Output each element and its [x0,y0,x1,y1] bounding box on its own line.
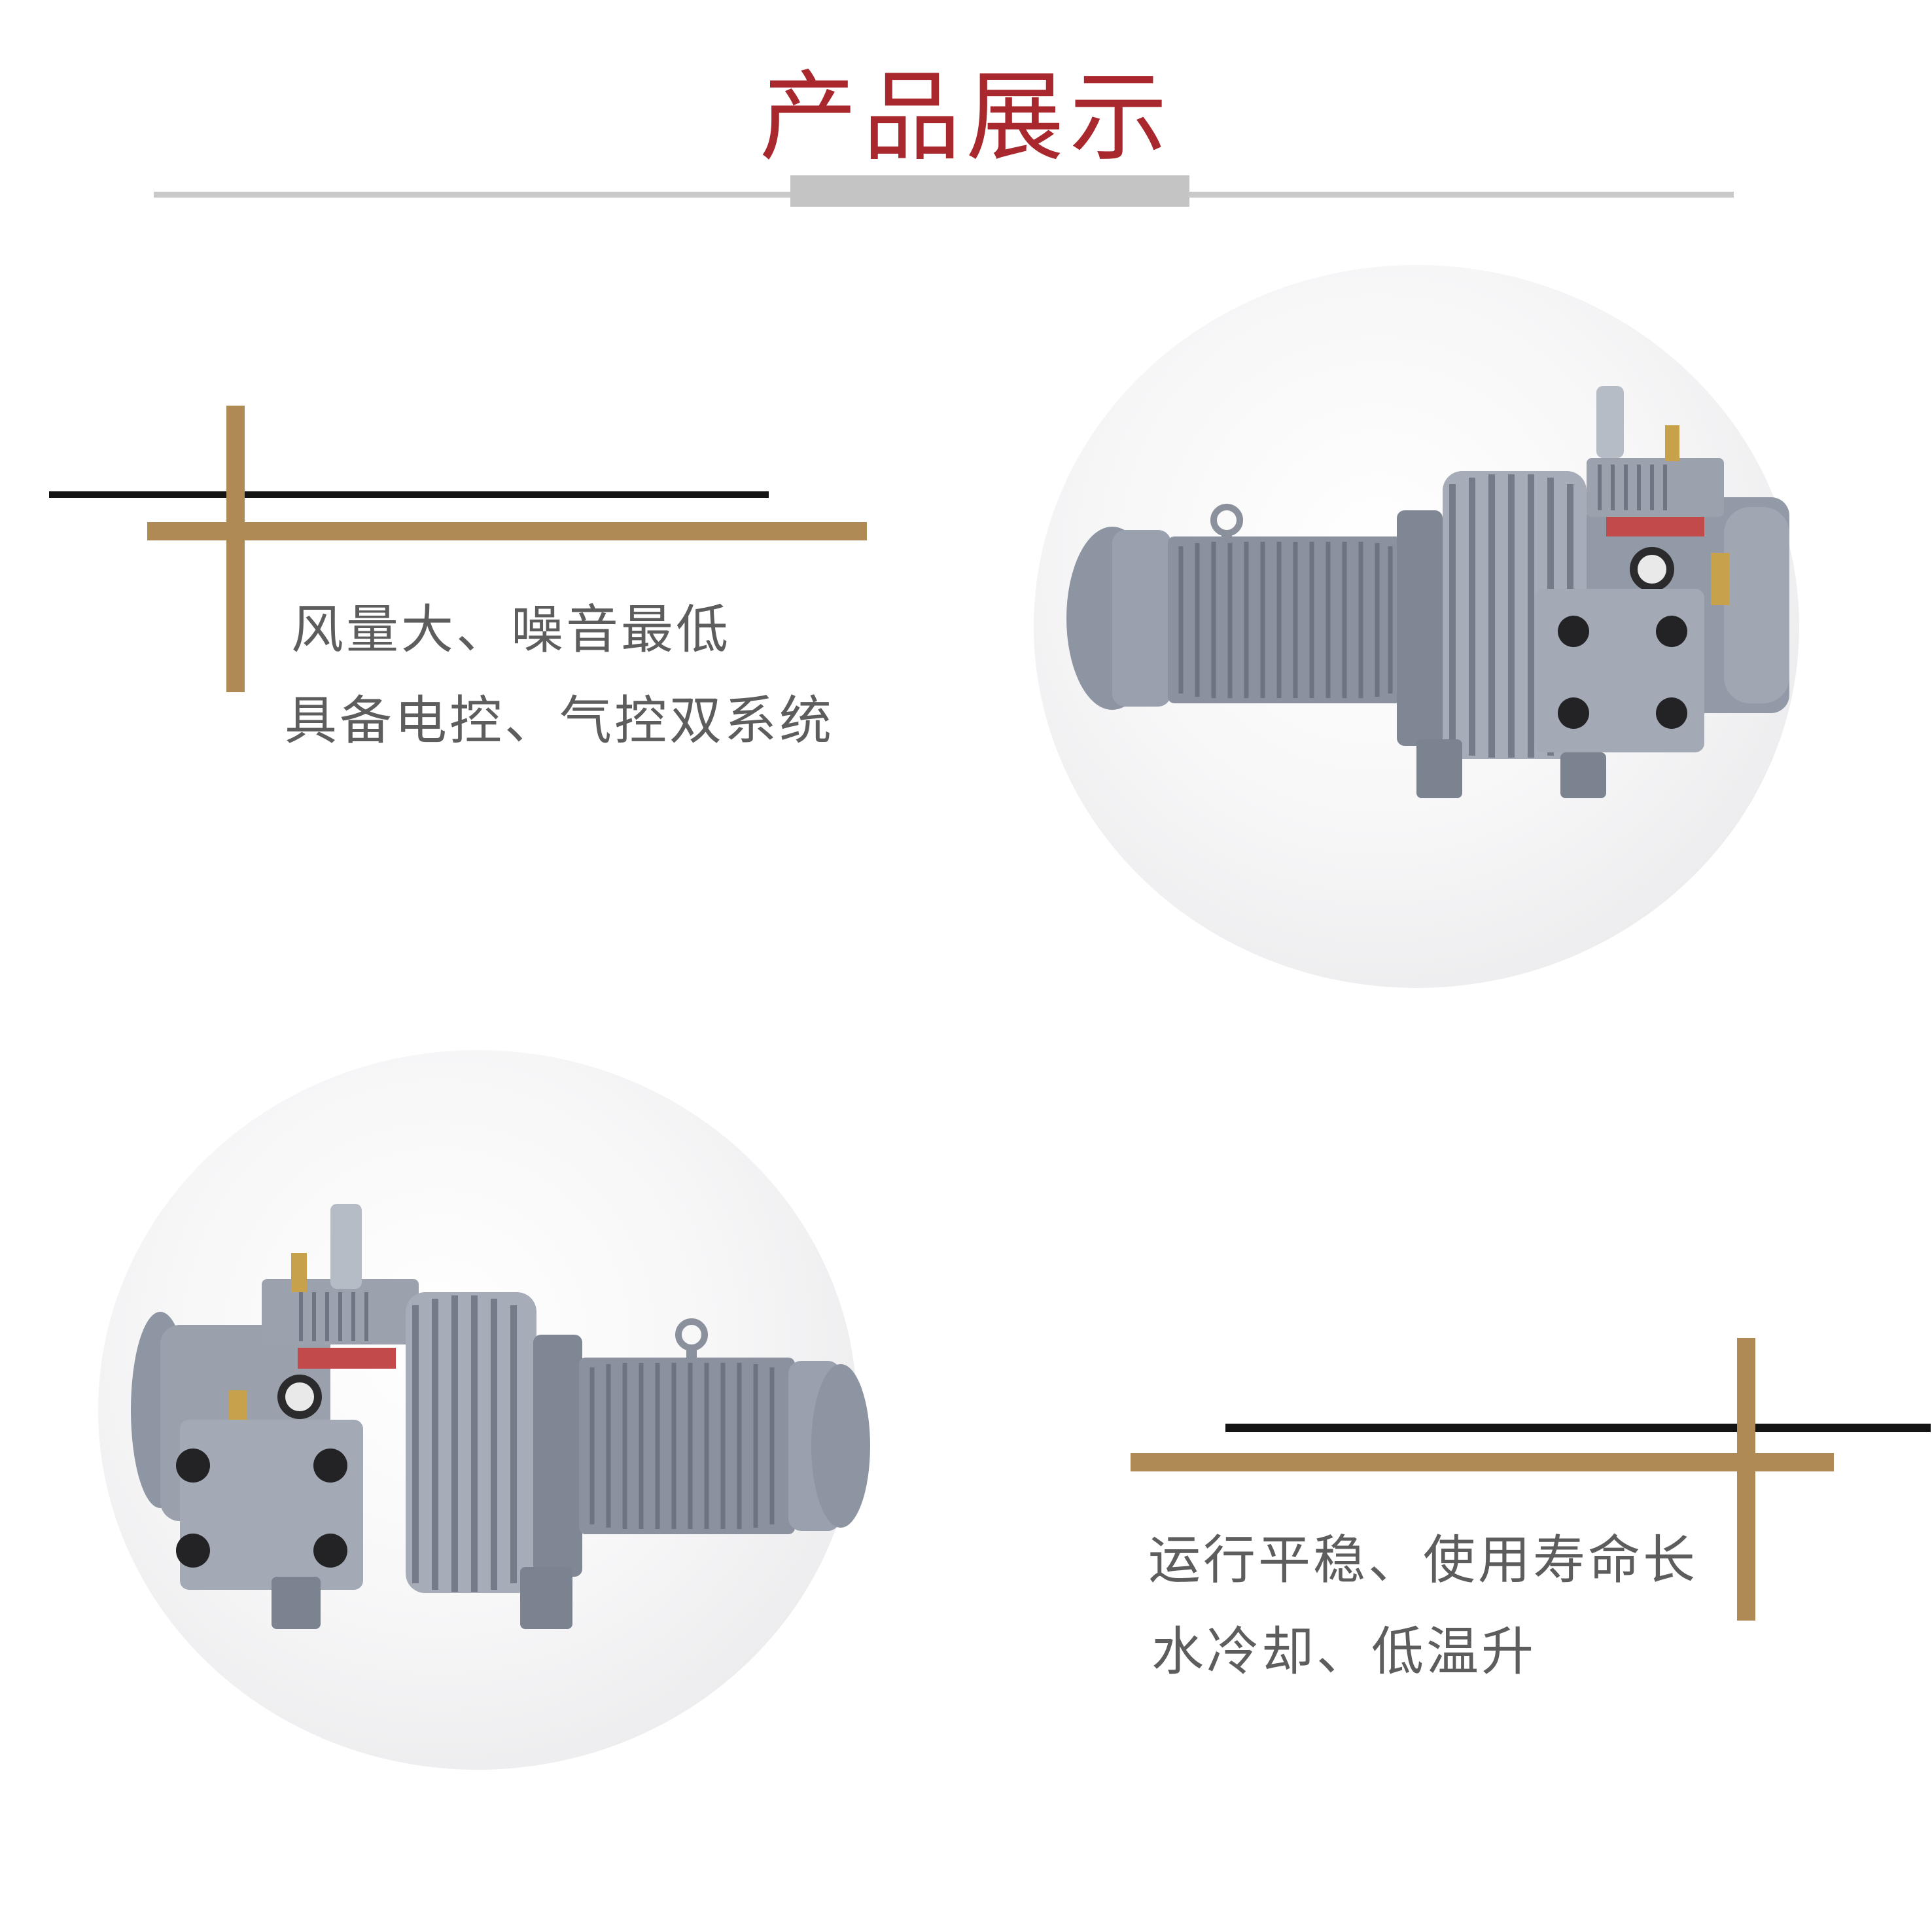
feature-1-gold-line [147,522,867,540]
header-divider-accent [790,175,1189,207]
feature-2-gold-vertical [1737,1338,1755,1621]
feature-1-line-2: 具备电控、气控双系统 [285,690,834,751]
feature-2-black-line [1225,1424,1931,1432]
feature-2-line-2: 水冷却、低温升 [1151,1621,1536,1682]
feature-1-black-line [49,491,769,498]
feature-2-gold-line [1131,1453,1834,1471]
page-title: 产品展示 [759,61,1173,175]
feature-1-gold-vertical [226,406,245,692]
vacuum-pump-image-2 [131,1204,870,1629]
vacuum-pump-image-1 [1066,386,1789,798]
feature-2-line-1: 运行平稳、使用寿命长 [1148,1530,1698,1590]
feature-1-line-1: 风量大、噪音最低 [291,599,731,660]
